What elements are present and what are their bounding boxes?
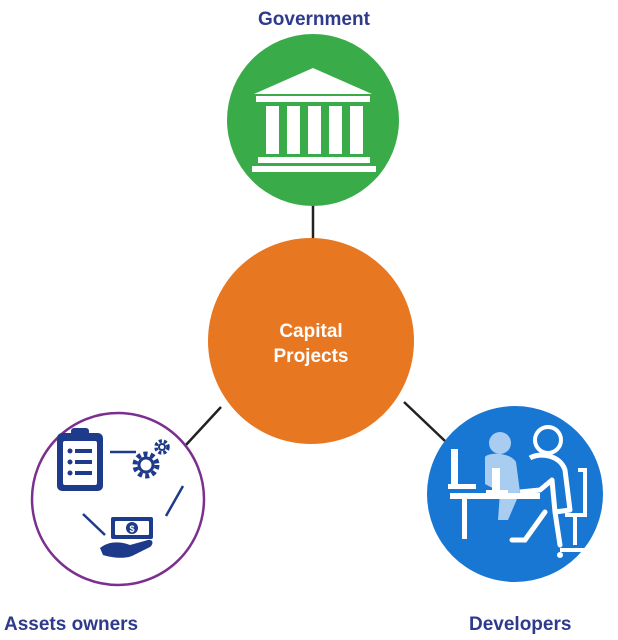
gears-icon — [132, 439, 170, 479]
government-node — [227, 34, 399, 206]
hand-money-icon: $ — [100, 517, 153, 558]
assets-owners-label: Assets owners — [4, 614, 139, 635]
developers-label: Developers — [469, 614, 572, 635]
government-building-icon — [252, 68, 376, 172]
svg-text:$: $ — [129, 524, 134, 534]
assets-owners-node: $ — [30, 411, 206, 587]
center-label-line1: Capital — [279, 321, 342, 342]
clipboard-checklist-icon — [57, 428, 103, 491]
developers-node — [427, 406, 603, 582]
people-at-computers-icon — [448, 425, 593, 558]
connector-developers — [403, 401, 446, 442]
connector-assets — [184, 406, 222, 447]
center-node: Capital Projects — [208, 238, 414, 444]
center-label-line2: Projects — [274, 346, 349, 367]
government-label: Government — [258, 9, 370, 30]
